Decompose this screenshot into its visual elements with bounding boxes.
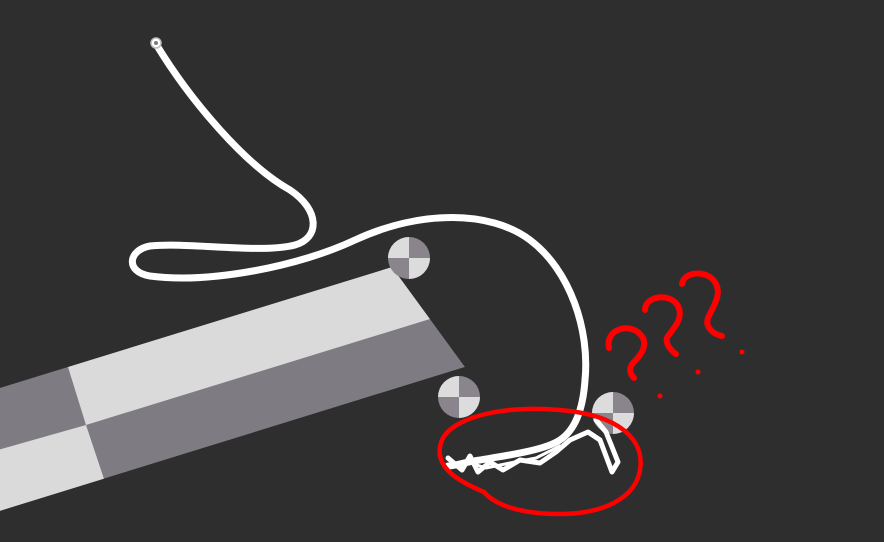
- rope-end-icon: [150, 37, 162, 49]
- annotation-question-marks: [605, 270, 745, 399]
- question-mark-1: [605, 325, 648, 381]
- rope[interactable]: [128, 37, 621, 475]
- board-square-light-top: [68, 267, 430, 425]
- question-mark-1-dot: [657, 393, 663, 399]
- rope-frayed-strand: [450, 444, 562, 470]
- rope-path[interactable]: [128, 40, 590, 470]
- checkered-board: [0, 267, 465, 517]
- question-mark-2-dot: [695, 369, 701, 375]
- checker-disc-icon[interactable]: [438, 376, 480, 418]
- checker-disc-icon[interactable]: [592, 392, 634, 434]
- board-square-light-bottom: [0, 425, 122, 517]
- question-mark-3-dot: [739, 349, 745, 355]
- question-mark-2: [642, 294, 683, 357]
- question-mark-3: [679, 270, 725, 339]
- annotation-circle: [437, 406, 643, 517]
- checker-disc-icon[interactable]: [388, 237, 430, 279]
